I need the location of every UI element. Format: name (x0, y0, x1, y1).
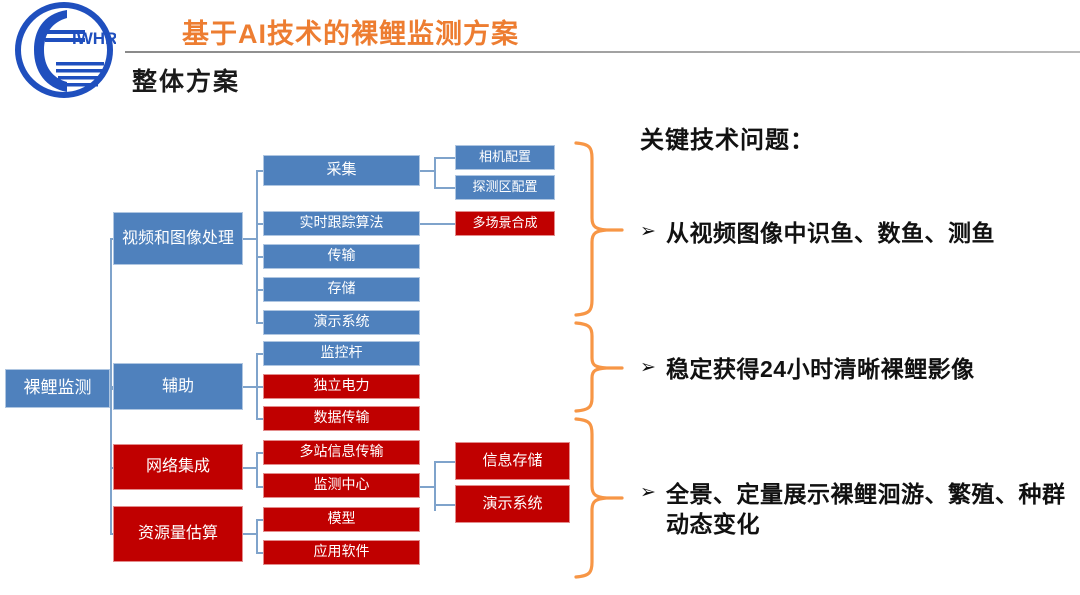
connector-g4-c2 (256, 552, 265, 554)
connector-g1-out (243, 238, 256, 240)
bullet-arrow-icon: ➢ (640, 357, 657, 378)
connector-g4-spine (256, 519, 258, 553)
connector-l2-2 (110, 386, 115, 388)
connector-g2-c1 (256, 353, 265, 355)
title-divider (125, 51, 1080, 53)
bullet-text: 全景、定量展示裸鲤洄游、繁殖、种群动态变化 (666, 481, 1066, 538)
connector-g3-spine (256, 452, 258, 487)
node-realtime-tracking-algorithm[interactable]: 实时跟踪算法 (263, 211, 420, 236)
connector-g1-c4 (256, 289, 265, 291)
brace-group-3 (574, 417, 624, 579)
node-transmission[interactable]: 传输 (263, 244, 420, 269)
node-monitoring-pole[interactable]: 监控杆 (263, 341, 420, 366)
node-camera-config[interactable]: 相机配置 (455, 145, 555, 170)
connector-g2-spine (256, 353, 258, 418)
connector-g4-out (243, 533, 256, 535)
connector-g2-c3 (256, 418, 265, 420)
node-network-integration[interactable]: 网络集成 (113, 444, 243, 490)
connector-l2-1 (110, 238, 115, 240)
bullet-text: 稳定获得24小时清晰裸鲤影像 (666, 356, 975, 382)
connector-g31-spine (434, 461, 436, 511)
key-tech-heading: 关键技术问题： (640, 127, 815, 154)
connector-l2-4 (110, 533, 115, 535)
bullet-arrow-icon: ➢ (640, 482, 657, 503)
connector-g31-out (420, 486, 434, 488)
page-subtitle: 整体方案 (132, 68, 241, 96)
node-information-storage[interactable]: 信息存储 (455, 442, 570, 480)
node-auxiliary[interactable]: 辅助 (113, 363, 243, 410)
connector-g11-out (420, 170, 434, 172)
node-video-image-processing[interactable]: 视频和图像处理 (113, 212, 243, 265)
node-demo-system-1[interactable]: 演示系统 (263, 310, 420, 335)
node-model[interactable]: 模型 (263, 507, 420, 532)
connector-g31-c1 (434, 461, 456, 463)
brace-group-2 (574, 321, 624, 413)
node-demo-system-2[interactable]: 演示系统 (455, 485, 570, 523)
connector-g3-c2 (256, 486, 265, 488)
connector-g1-c5 (256, 322, 265, 324)
connector-g3-out (243, 467, 256, 469)
key-tech-bullet-2: ➢ 稳定获得24小时清晰裸鲤影像 (640, 354, 1070, 384)
connector-spine-upper (110, 238, 112, 390)
node-multi-scene-composition[interactable]: 多场景合成 (455, 211, 555, 236)
connector-g11-spine (434, 157, 436, 188)
connector-g2-c2 (256, 386, 265, 388)
connector-g1-c3 (256, 256, 265, 258)
iwhr-logo: IWHR (15, 2, 116, 98)
connector-g1-spine (256, 170, 258, 322)
key-tech-bullet-3: ➢ 全景、定量展示裸鲤洄游、繁殖、种群动态变化 (640, 479, 1070, 540)
connector-g1-c2 (256, 223, 265, 225)
key-tech-bullet-1: ➢ 从视频图像中识鱼、数鱼、测鱼 (640, 218, 1070, 248)
brace-group-1 (574, 141, 624, 317)
connector-g11-c1 (434, 157, 456, 159)
node-detection-zone-config[interactable]: 探测区配置 (455, 175, 555, 200)
node-root[interactable]: 裸鲤监测 (5, 369, 110, 408)
bullet-text: 从视频图像中识鱼、数鱼、测鱼 (666, 220, 995, 246)
page-title: 基于AI技术的裸鲤监测方案 (182, 19, 519, 49)
connector-g11-c2 (434, 187, 456, 189)
connector-g31-c2 (434, 504, 456, 506)
node-multi-station-transmission[interactable]: 多站信息传输 (263, 440, 420, 465)
connector-g3-c1 (256, 452, 265, 454)
node-data-transmission[interactable]: 数据传输 (263, 406, 420, 431)
connector-l2-3 (110, 467, 115, 469)
bullet-arrow-icon: ➢ (640, 221, 657, 242)
connector-g1-c1 (256, 170, 265, 172)
connector-g12-out (420, 223, 456, 225)
node-independent-power[interactable]: 独立电力 (263, 374, 420, 399)
node-collection[interactable]: 采集 (263, 155, 420, 186)
node-monitoring-center[interactable]: 监测中心 (263, 473, 420, 498)
connector-spine-lower (110, 388, 112, 534)
node-resource-estimation[interactable]: 资源量估算 (113, 506, 243, 562)
node-storage[interactable]: 存储 (263, 277, 420, 302)
connector-g2-out (243, 386, 256, 388)
svg-text:IWHR: IWHR (72, 29, 116, 48)
node-application-software[interactable]: 应用软件 (263, 540, 420, 565)
connector-g4-c1 (256, 519, 265, 521)
